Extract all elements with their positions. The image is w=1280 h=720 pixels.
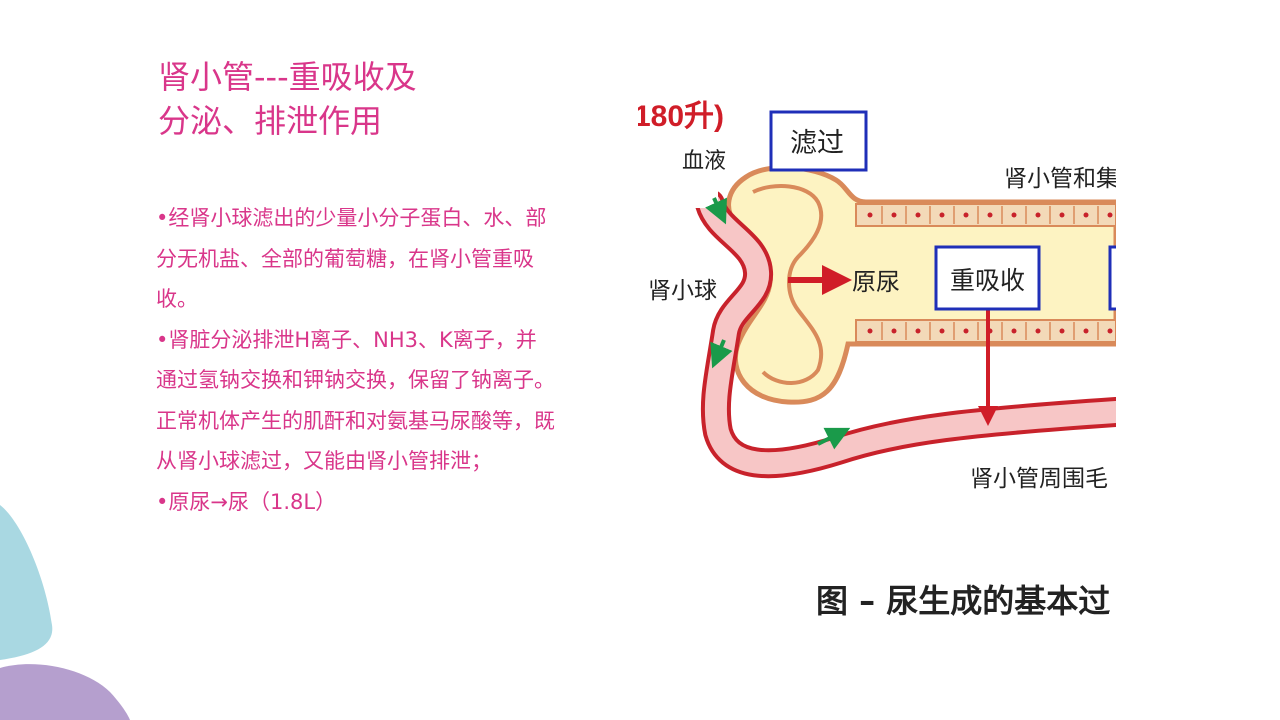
figure-caption: 图 – 尿生成的基本过: [816, 582, 1110, 620]
filtration-label: 滤过: [790, 128, 844, 159]
tubule-cells-upper: [867, 212, 1113, 218]
tubule-capsule: [726, 165, 1116, 405]
reabsorption-label: 重吸收: [950, 266, 1025, 295]
bullet-paragraph-3: •原尿→尿（1.8L）: [156, 489, 337, 514]
flow-arrow-down: [710, 339, 733, 369]
blood-label: 血液: [682, 149, 726, 174]
decorative-purple-shape: [0, 664, 130, 720]
vessel-mask-left: [688, 182, 718, 208]
partial-box-right: [1108, 245, 1116, 311]
slide-title: 肾小管---重吸收及 分泌、排泄作用: [158, 55, 578, 143]
tubule-cells-lower: [867, 328, 1113, 334]
title-line-1: 肾小管---重吸收及: [158, 58, 417, 96]
primary-urine-label: 原尿: [852, 268, 900, 296]
reabsorption-box: [934, 245, 1041, 311]
volume-label: 180升): [638, 100, 724, 133]
capillary-label: 肾小管周围毛: [970, 466, 1108, 492]
title-line-2: 分泌、排泄作用: [158, 102, 383, 140]
body-text: •经肾小球滤出的少量小分子蛋白、水、部分无机盐、全部的葡萄糖，在肾小管重吸收。 …: [156, 198, 556, 522]
flow-arrow-out: [817, 427, 851, 450]
glomerulus-label: 肾小球: [648, 278, 717, 304]
tubule-cell-dividers: [881, 206, 1099, 340]
diagram-svg: 180升) 滤过 血液 肾小管和集 肾小球 原尿 重吸收 肾小管周围毛 图 – …: [638, 100, 1116, 620]
urine-formation-diagram: 180升) 滤过 血液 肾小管和集 肾小球 原尿 重吸收 肾小管周围毛 图 – …: [638, 82, 1116, 630]
tubule-upper-wall: [855, 203, 1116, 227]
flow-arrow-in: [705, 197, 727, 225]
bullet-paragraph-2: •肾脏分泌排泄H离子、NH3、K离子，并通过氢钠交换和钾钠交换，保留了钠离子。正…: [156, 327, 555, 474]
blood-vessel-lumen: [699, 193, 1116, 475]
tubule-top-label: 肾小管和集: [1004, 166, 1116, 192]
bullet-paragraph-1: •经肾小球滤出的少量小分子蛋白、水、部分无机盐、全部的葡萄糖，在肾小管重吸收。: [156, 206, 547, 311]
decorative-blue-shape: [0, 505, 53, 660]
filtration-box: [769, 110, 868, 172]
